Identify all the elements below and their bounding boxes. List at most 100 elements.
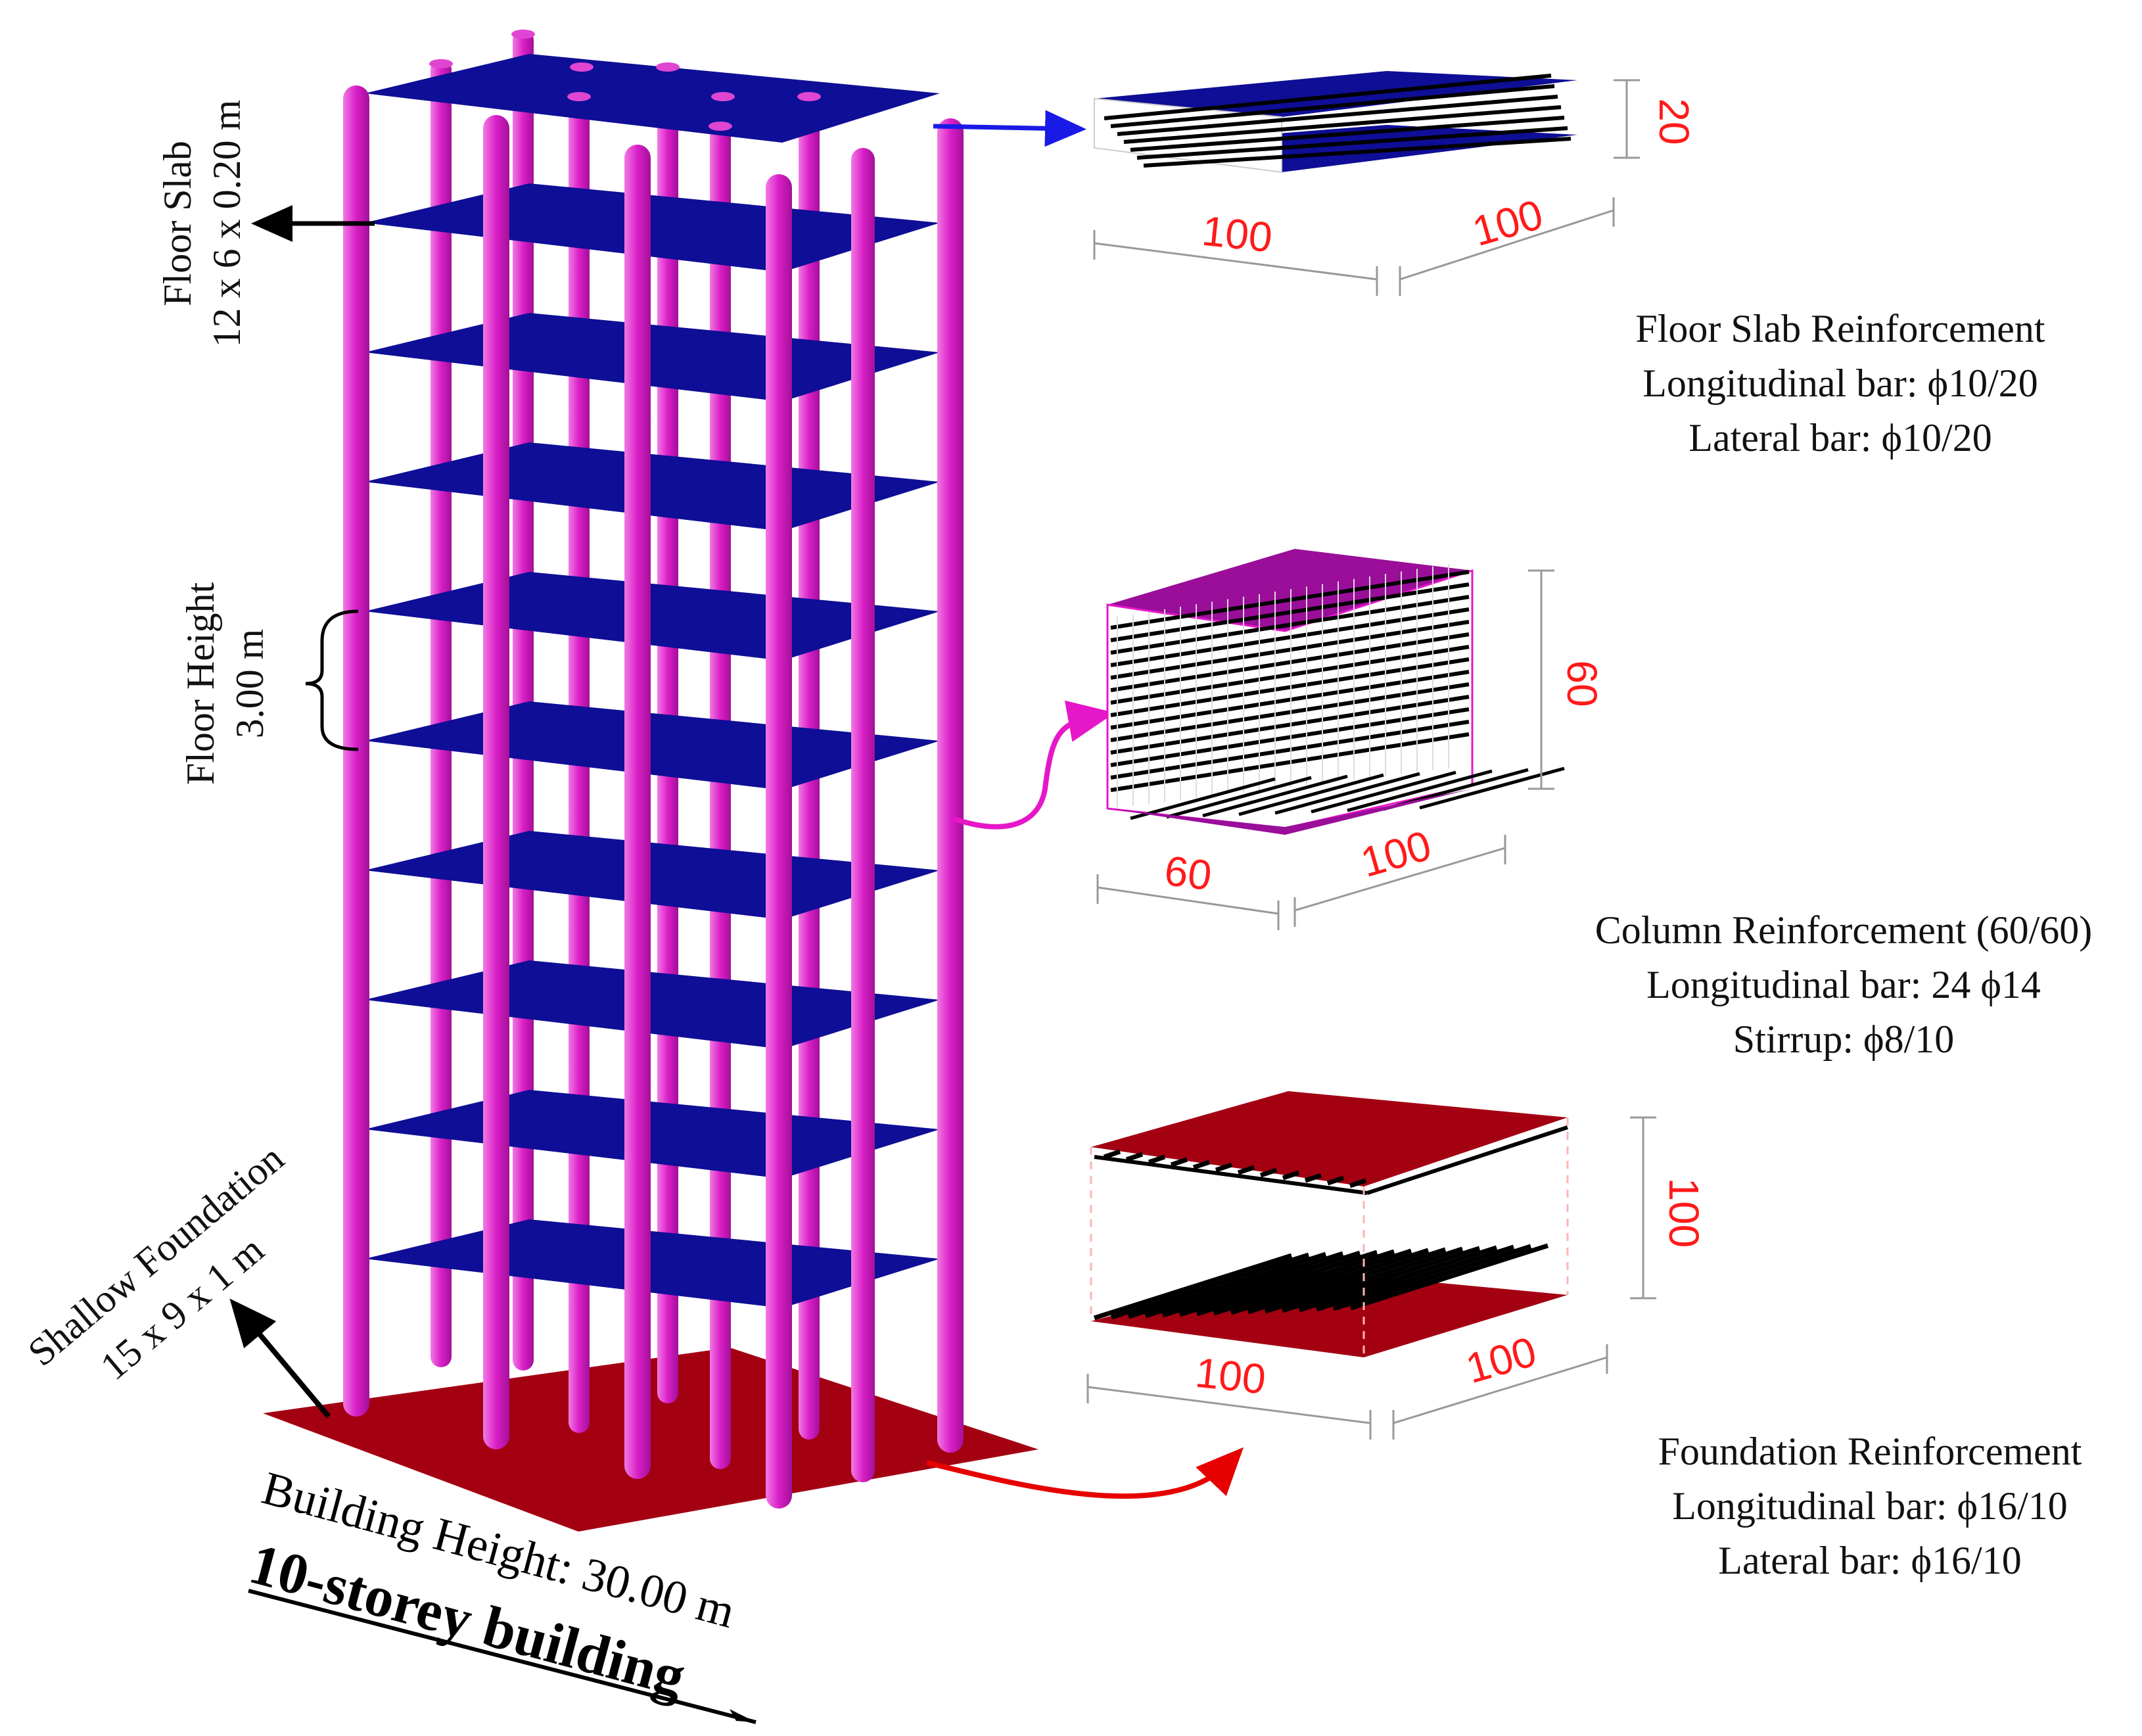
column-longitudinal-bar xyxy=(1110,632,1470,692)
slab-bar xyxy=(1123,105,1562,144)
foundation-bottom-bar xyxy=(1281,1246,1481,1313)
foundation-top-bar xyxy=(1125,1152,1144,1162)
floor-slab-label: Floor Slab xyxy=(156,141,199,306)
column-base-bar xyxy=(1347,769,1493,812)
foundation-caption: Foundation Reinforcement Longitudinal ba… xyxy=(1658,1430,2082,1582)
column xyxy=(624,145,651,1479)
floor-height-brace xyxy=(305,609,359,751)
column-base-bar xyxy=(1202,774,1348,818)
foundation-top-bar xyxy=(1326,1175,1345,1186)
column xyxy=(766,174,792,1509)
foundation-top-bar xyxy=(1259,1167,1278,1178)
slab-bar xyxy=(1136,126,1568,160)
column-dimension-lines xyxy=(1096,569,1554,930)
slab-bar xyxy=(1110,84,1555,128)
slab-detail-arrow xyxy=(933,110,1086,147)
floor-slab-annotation: Floor Slab 12 x 6 x 0.20 m xyxy=(156,100,375,348)
column-caption-title: Column Reinforcement (60/60) xyxy=(1595,908,2093,952)
slab-top-face xyxy=(1094,71,1577,117)
floor-slab-dims: 12 x 6 x 0.20 m xyxy=(205,100,248,348)
foundation-dimension-lines xyxy=(1086,1116,1656,1440)
slab-depth-dim: 100 xyxy=(1468,191,1548,256)
foundation-bottom-bar xyxy=(1127,1252,1327,1319)
floor-height-label: Floor Height xyxy=(179,582,222,786)
column-longitudinal-bar xyxy=(1110,682,1470,742)
foundation-top-bar xyxy=(1237,1165,1255,1175)
slab-width-dim: 100 xyxy=(1199,207,1274,262)
column-caption-stirrup: Stirrup: ϕ8/10 xyxy=(1733,1018,1955,1061)
foundation-width-dim: 100 xyxy=(1193,1349,1268,1403)
foundation-bottom-bar xyxy=(1178,1250,1378,1317)
column-base-bar xyxy=(1166,776,1312,819)
foundation-caption-longitudinal: Longitudinal bar: ϕ16/10 xyxy=(1672,1484,2068,1528)
column xyxy=(851,148,875,1482)
column-base-bar xyxy=(1274,772,1420,815)
floor-height-value: 3.00 m xyxy=(228,629,271,739)
foundation-top-edge-bar xyxy=(1366,1125,1568,1195)
column-longitudinal-bar xyxy=(1110,582,1470,642)
column-longitudinal-bar xyxy=(1110,695,1470,755)
column xyxy=(483,115,509,1449)
column-reinforcement-bars xyxy=(1110,563,1565,820)
foundation-bottom-bar xyxy=(1110,1252,1310,1320)
column-base-bar xyxy=(1130,777,1276,820)
slab-caption-longitudinal: Longitudinal bar: ϕ10/20 xyxy=(1642,362,2038,405)
column-longitudinal-bar xyxy=(1110,732,1470,792)
roof-column-hole xyxy=(711,92,735,101)
foundation-reinforcement-detail: 100 100 100 xyxy=(1086,1091,1708,1440)
foundation-bottom-bar xyxy=(1247,1247,1447,1315)
column xyxy=(343,85,369,1417)
slab-bar xyxy=(1117,95,1558,136)
foundation-top-bar xyxy=(1103,1149,1121,1160)
column-longitudinal-bar xyxy=(1110,607,1470,667)
foundation-top-bar xyxy=(1192,1160,1211,1170)
floor-height-annotation: Floor Height 3.00 m xyxy=(179,582,359,786)
column-caption: Column Reinforcement (60/60) Longitudina… xyxy=(1595,908,2093,1061)
column-longitudinal-bar xyxy=(1110,595,1470,655)
foundation-annotation: Shallow Foundation 15 x 9 x 1 m xyxy=(20,1137,331,1419)
foundation-bottom-bar xyxy=(1196,1249,1395,1317)
foundation-bottom-bar xyxy=(1332,1244,1532,1311)
column-longitudinal-bar xyxy=(1110,645,1470,705)
column-base-bar xyxy=(1238,773,1384,816)
foundation-bottom-bar xyxy=(1298,1245,1498,1313)
foundation-bottom-bar xyxy=(1093,1253,1293,1321)
foundation-reinforcement-bars xyxy=(1093,1125,1568,1321)
slab-bar xyxy=(1143,137,1572,168)
slab-bar xyxy=(1130,116,1565,152)
column-width-dim: 60 xyxy=(1162,847,1214,899)
column-longitudinal-bar xyxy=(1110,620,1470,680)
foundation-bottom-bar xyxy=(1230,1248,1430,1315)
column-height-dim: 60 xyxy=(1558,660,1606,707)
column-longitudinal-bar xyxy=(1110,720,1470,780)
foundation-top-bar xyxy=(1304,1173,1322,1183)
foundation-top-bar xyxy=(1148,1154,1166,1165)
column-reinforcement-detail: 60 100 60 xyxy=(1096,549,1606,930)
foundation-top-edge-bar xyxy=(1094,1155,1368,1195)
foundation-depth-dim: 100 xyxy=(1461,1328,1541,1393)
roof-column-hole xyxy=(570,62,594,72)
column-longitudinal-bar xyxy=(1110,657,1470,717)
slab-reinforcement-detail: 100 100 20 xyxy=(1093,71,1698,296)
slab-thickness-dim: 20 xyxy=(1650,98,1698,145)
foundation-top-bar xyxy=(1215,1162,1233,1173)
slab-bar xyxy=(1104,74,1552,120)
column-base-bar xyxy=(1311,770,1456,814)
foundation-caption-lateral: Lateral bar: ϕ16/10 xyxy=(1718,1539,2021,1582)
underline-arrowhead xyxy=(730,1709,756,1722)
column-detail-arrow xyxy=(952,700,1115,830)
foundation-edge-lines xyxy=(1090,1117,1569,1357)
column-base-bar xyxy=(1419,766,1565,810)
building-title-underline xyxy=(248,1589,757,1724)
foundation-top-bar xyxy=(1170,1157,1188,1167)
foundation-caption-title: Foundation Reinforcement xyxy=(1658,1430,2082,1473)
column-caption-longitudinal: Longitudinal bar: 24 ϕ14 xyxy=(1646,963,2041,1006)
column xyxy=(937,118,964,1453)
column-top-face xyxy=(1107,549,1472,631)
foundation-top-bar xyxy=(1349,1178,1367,1188)
foundation-height-dim: 100 xyxy=(1660,1178,1708,1248)
column xyxy=(431,59,452,1367)
foundation-bottom-bar xyxy=(1161,1250,1361,1318)
slab-reinforcement-bars xyxy=(1104,74,1572,168)
